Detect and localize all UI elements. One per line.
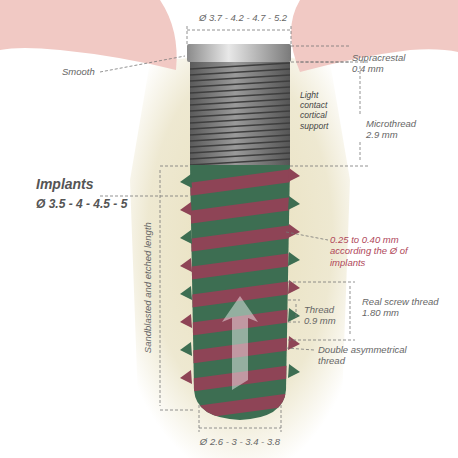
microthread-line <box>190 111 290 117</box>
dimension-label: Sandblasted and etched length <box>142 208 153 368</box>
microthread-line <box>190 81 290 87</box>
thread-band <box>180 392 300 421</box>
dimension-label: Double asymmetrical thread <box>318 344 410 367</box>
dimension-label: Ø 3.5 - 4 - 4.5 - 5 <box>36 197 156 211</box>
thread-tooth <box>288 364 300 378</box>
thread-tooth <box>180 342 192 356</box>
thread-tooth <box>180 230 192 244</box>
microthread-line <box>190 123 290 129</box>
microthread-line <box>190 99 290 105</box>
microthread-line <box>190 105 290 111</box>
thread-band <box>180 252 300 281</box>
thread-band <box>180 196 300 225</box>
thread-band <box>180 224 300 253</box>
dimension-label: Microthread 2.9 mm <box>366 118 426 141</box>
gum-left <box>0 0 177 70</box>
thread-band <box>180 168 300 197</box>
dimension-label: 0.25 to 0.40 mm according the Ø of impla… <box>330 234 430 268</box>
thread-tooth <box>288 252 300 266</box>
microthread-line <box>190 63 290 69</box>
microthread-line <box>190 147 290 153</box>
microthread-line <box>190 141 290 147</box>
microthread-line <box>190 93 290 99</box>
microthread-line <box>190 117 290 123</box>
thread-tooth <box>288 308 300 322</box>
thread-tooth <box>180 202 192 216</box>
dimension-label: Thread 0.9 mm <box>304 304 346 327</box>
dimension-label: Smooth <box>62 66 102 77</box>
thread-tooth <box>180 258 192 272</box>
dimension-label: Light contact cortical support <box>300 90 346 131</box>
dimension-lines <box>100 26 370 432</box>
rotation-arrow <box>222 296 258 390</box>
dimension-label: Supracrestal 0.4 mm <box>352 52 414 75</box>
microthread-line <box>190 129 290 135</box>
microthread-line <box>190 153 290 159</box>
thread-tooth <box>180 174 192 188</box>
thread-tooth <box>288 336 300 350</box>
thread-tooth <box>288 224 300 238</box>
dimension-label: Ø 3.7 - 4.2 - 4.7 - 5.2 <box>178 12 308 23</box>
dimension-label: Real screw thread 1.80 mm <box>362 296 442 319</box>
microthread-line <box>190 135 290 141</box>
microthread-line <box>190 69 290 75</box>
smooth-collar <box>187 44 291 62</box>
microthread <box>190 62 290 166</box>
thread-tooth <box>180 370 192 384</box>
thread-tooth <box>288 168 300 182</box>
thread-tooth <box>180 286 192 300</box>
thread-tooth <box>288 196 300 210</box>
bone <box>130 56 350 458</box>
microthread-line <box>190 75 290 81</box>
thread-tooth <box>180 314 192 328</box>
microthread-line <box>190 159 290 165</box>
dimension-label: Implants <box>36 176 116 193</box>
implant-body <box>180 160 300 430</box>
microthread-line <box>190 87 290 93</box>
dimension-label: Ø 2.6 - 3 - 3.4 - 3.8 <box>185 436 295 447</box>
